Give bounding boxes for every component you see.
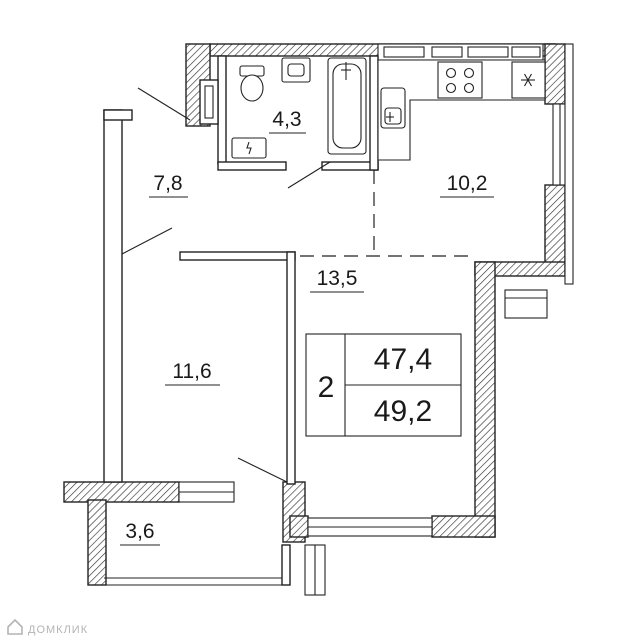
watermark-text: ДОМКЛИК [28, 624, 88, 636]
room-labels: 4,3 7,8 10,2 13,5 11,6 3,6 [120, 108, 494, 546]
room-area-living: 13,5 [317, 267, 358, 290]
rooms-count: 2 [318, 371, 335, 404]
room-area-hall: 7,8 [153, 172, 182, 195]
living-area-value: 47,4 [374, 343, 432, 376]
house-logo-icon [7, 618, 23, 635]
watermark: ДОМКЛИК [7, 618, 88, 636]
doors [121, 87, 331, 483]
zone-lines [300, 170, 475, 257]
bathroom-fixtures [231, 57, 367, 159]
exterior-walls [63, 43, 566, 586]
room-area-bedroom: 11,6 [172, 360, 211, 383]
room-area-bathroom: 4,3 [272, 108, 301, 131]
room-area-kitchen: 10,2 [447, 172, 488, 195]
total-area-value: 49,2 [374, 395, 432, 428]
snowflake-icon [521, 73, 535, 87]
room-area-balcony: 3,6 [125, 520, 154, 543]
kitchen-fixtures [377, 59, 546, 161]
area-summary: 2 47,4 49,2 [305, 333, 462, 437]
windows [178, 43, 574, 596]
